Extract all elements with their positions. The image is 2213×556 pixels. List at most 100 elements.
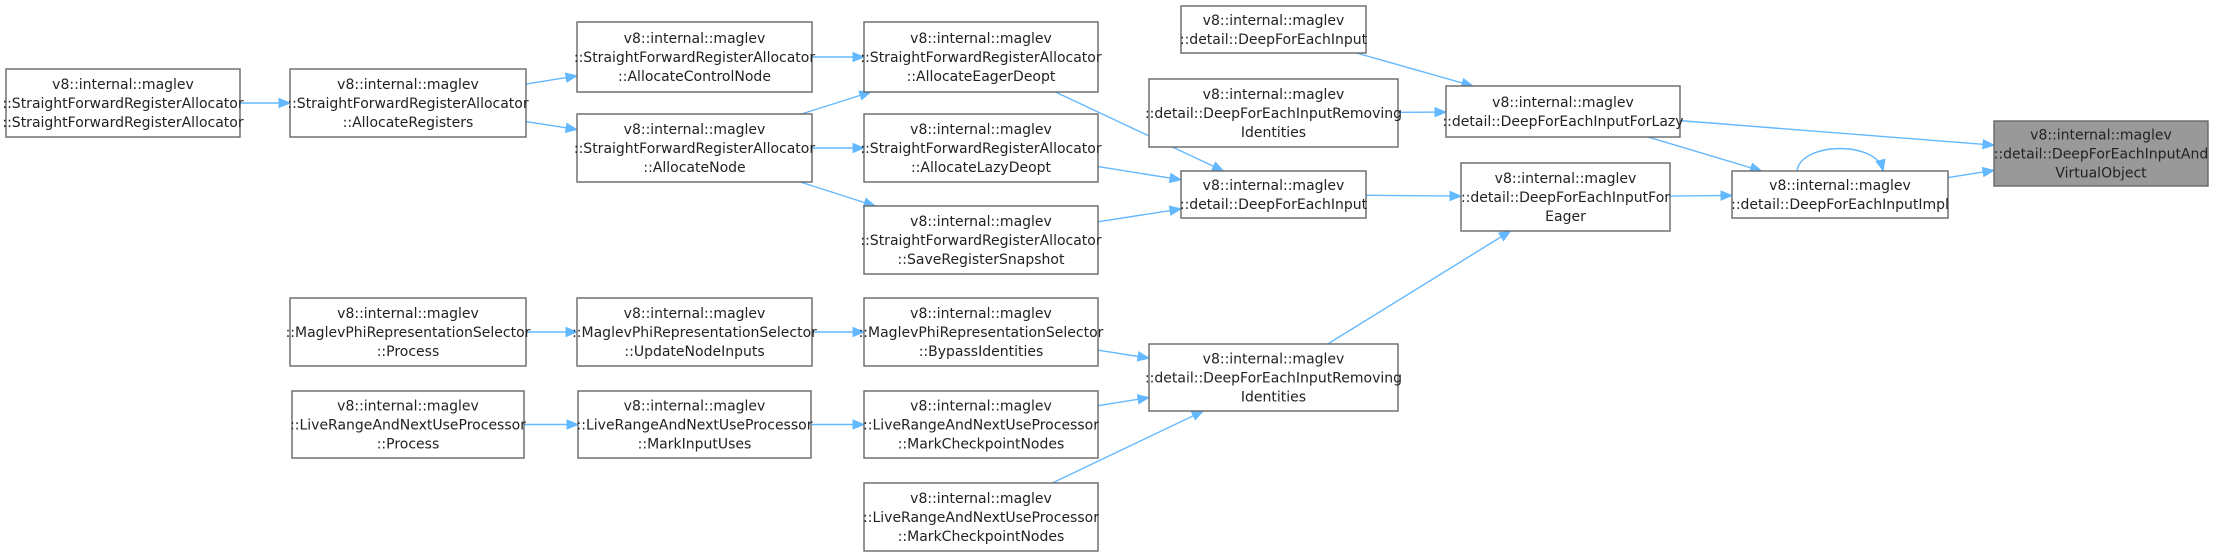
node-label-line: ::BypassIdentities bbox=[919, 344, 1044, 360]
node-label-line: v8::internal::maglev bbox=[910, 491, 1052, 507]
edge-line bbox=[800, 181, 876, 207]
node-box bbox=[289, 68, 527, 138]
edge-n-impl-to-n-target bbox=[1947, 166, 1996, 179]
edges-layer bbox=[240, 51, 1996, 484]
edge-arrowhead bbox=[1449, 190, 1463, 202]
edge-n-deep-mid-to-n-for-eager bbox=[1365, 190, 1463, 202]
edge-n-for-lazy-to-n-impl bbox=[1647, 136, 1763, 173]
node-n-removing-top[interactable]: v8::internal::maglev::detail::DeepForEac… bbox=[1145, 78, 1402, 148]
node-box bbox=[1180, 170, 1367, 219]
edge-line bbox=[1647, 136, 1762, 172]
edge-n-alloc-ctrl-to-n-alloc-eager bbox=[812, 51, 866, 63]
node-label-line: ::detail::DeepForEachInputFor bbox=[1461, 190, 1670, 206]
node-box bbox=[863, 113, 1099, 183]
node-n-deep-mid[interactable]: v8::internal::maglev::detail::DeepForEac… bbox=[1180, 170, 1368, 219]
edge-line bbox=[1055, 91, 1224, 172]
node-n-phi-update[interactable]: v8::internal::maglev::MaglevPhiRepresent… bbox=[572, 297, 817, 367]
node-label-line: v8::internal::maglev bbox=[910, 306, 1052, 322]
node-box bbox=[289, 297, 527, 367]
edge-line bbox=[1796, 147, 1884, 172]
node-label-line: ::LiveRangeAndNextUseProcessor bbox=[577, 418, 813, 434]
node-n-alloc-ctrl[interactable]: v8::internal::maglev::StraightForwardReg… bbox=[574, 21, 815, 93]
edge-arrowhead bbox=[1981, 166, 1996, 178]
node-box bbox=[863, 482, 1099, 552]
node-label-line: ::detail::DeepForEachInputRemoving bbox=[1145, 371, 1402, 387]
node-box bbox=[863, 297, 1099, 367]
node-box bbox=[1148, 343, 1399, 412]
node-label-line: ::MarkInputUses bbox=[638, 437, 752, 453]
edge-arrowhead bbox=[1434, 106, 1448, 118]
node-box bbox=[576, 21, 813, 93]
edge-n-impl-to-n-impl bbox=[1796, 147, 1886, 173]
node-label-line: v8::internal::maglev bbox=[1203, 87, 1345, 103]
node-label-line: ::StraightForwardRegisterAllocator bbox=[2, 115, 243, 131]
node-n-impl[interactable]: v8::internal::maglev::detail::DeepForEac… bbox=[1731, 170, 1949, 219]
node-n-alloc-eager[interactable]: v8::internal::maglev::StraightForwardReg… bbox=[860, 21, 1102, 93]
node-n-for-eager[interactable]: v8::internal::maglev::detail::DeepForEac… bbox=[1460, 162, 1671, 232]
edge-arrowhead bbox=[1190, 410, 1205, 421]
edge-line bbox=[801, 91, 872, 115]
node-n-lr-mark-cp1[interactable]: v8::internal::maglev::LiveRangeAndNextUs… bbox=[863, 390, 1099, 459]
node-n-lr-mark-cp2[interactable]: v8::internal::maglev::LiveRangeAndNextUs… bbox=[863, 482, 1099, 552]
node-label-line: v8::internal::maglev bbox=[337, 77, 479, 93]
edge-arrowhead bbox=[1497, 230, 1512, 242]
node-label-line: v8::internal::maglev bbox=[52, 77, 194, 93]
edge-line bbox=[1327, 230, 1511, 345]
edge-line bbox=[1679, 119, 1995, 146]
edge-n-for-eager-to-n-impl bbox=[1669, 190, 1734, 201]
edge-line bbox=[1365, 194, 1462, 197]
node-label-line: v8::internal::maglev bbox=[1203, 13, 1345, 29]
node-n-lr-process[interactable]: v8::internal::maglev::LiveRangeAndNextUs… bbox=[290, 390, 526, 459]
node-label-line: ::LiveRangeAndNextUseProcessor bbox=[863, 510, 1099, 526]
node-n-target[interactable]: v8::internal::maglev::detail::DeepForEac… bbox=[1993, 120, 2209, 187]
node-label-line: v8::internal::maglev bbox=[1492, 95, 1634, 111]
node-n-phi-bypass[interactable]: v8::internal::maglev::MaglevPhiRepresent… bbox=[859, 297, 1104, 367]
node-n-alloc-regs[interactable]: v8::internal::maglev::StraightForwardReg… bbox=[287, 68, 529, 138]
node-label-line: Identities bbox=[1241, 390, 1306, 406]
edge-arrowhead bbox=[1720, 190, 1734, 201]
node-n-deep-top[interactable]: v8::internal::maglev::detail::DeepForEac… bbox=[1180, 5, 1368, 54]
node-box bbox=[1445, 85, 1681, 138]
node-label-line: v8::internal::maglev bbox=[910, 399, 1052, 415]
edge-arrowhead bbox=[278, 97, 292, 109]
edge-arrowhead bbox=[1136, 351, 1151, 362]
node-label-line: VirtualObject bbox=[2055, 166, 2147, 182]
node-box bbox=[863, 21, 1099, 93]
node-label-line: v8::internal::maglev bbox=[910, 31, 1052, 47]
node-box bbox=[5, 68, 241, 138]
node-n-save-snap[interactable]: v8::internal::maglev::StraightForwardReg… bbox=[860, 205, 1102, 275]
edge-arrowhead bbox=[1875, 158, 1886, 173]
edge-line bbox=[1097, 165, 1182, 181]
node-label-line: ::AllocateEagerDeopt bbox=[907, 69, 1056, 85]
node-box bbox=[291, 390, 525, 459]
node-label-line: ::StraightForwardRegisterAllocator bbox=[860, 233, 1101, 249]
edge-arrowhead bbox=[1982, 139, 1996, 150]
node-label-line: ::detail::DeepForEachInputImpl bbox=[1731, 197, 1949, 213]
node-label-line: ::AllocateRegisters bbox=[343, 115, 474, 131]
node-label-line: ::detail::DeepForEachInputForLazy bbox=[1442, 114, 1683, 130]
node-n-for-lazy[interactable]: v8::internal::maglev::detail::DeepForEac… bbox=[1442, 85, 1684, 138]
edge-line bbox=[1051, 410, 1204, 484]
node-label-line: ::AllocateNode bbox=[643, 160, 745, 176]
node-n-sfra-ctor[interactable]: v8::internal::maglev::StraightForwardReg… bbox=[2, 68, 244, 138]
node-label-line: ::detail::DeepForEachInputAnd bbox=[1994, 147, 2209, 163]
node-label-line: ::StraightForwardRegisterAllocator bbox=[287, 96, 528, 112]
node-label-line: ::AllocateControlNode bbox=[618, 69, 771, 85]
node-n-removing-bottom[interactable]: v8::internal::maglev::detail::DeepForEac… bbox=[1145, 343, 1402, 412]
edge-n-alloc-lazy-to-n-deep-mid bbox=[1097, 165, 1183, 184]
node-label-line: ::LiveRangeAndNextUseProcessor bbox=[863, 418, 1099, 434]
node-label-line: ::SaveRegisterSnapshot bbox=[898, 252, 1065, 268]
node-box bbox=[1993, 120, 2209, 187]
node-label-line: ::MaglevPhiRepresentationSelector bbox=[286, 325, 531, 341]
edge-arrowhead bbox=[564, 72, 579, 83]
node-label-line: ::AllocateLazyDeopt bbox=[911, 160, 1052, 176]
node-n-lr-mark-input[interactable]: v8::internal::maglev::LiveRangeAndNextUs… bbox=[577, 390, 813, 459]
node-box bbox=[863, 205, 1099, 275]
node-n-alloc-lazy[interactable]: v8::internal::maglev::StraightForwardReg… bbox=[860, 113, 1102, 183]
edge-n-alloc-node-to-n-alloc-lazy bbox=[812, 142, 866, 154]
edge-n-phi-update-to-n-phi-bypass bbox=[812, 326, 866, 338]
node-n-alloc-node[interactable]: v8::internal::maglev::StraightForwardReg… bbox=[574, 113, 815, 183]
nodes-layer: v8::internal::maglev::StraightForwardReg… bbox=[2, 5, 2209, 552]
node-n-phi-process[interactable]: v8::internal::maglev::MaglevPhiRepresent… bbox=[286, 297, 531, 367]
node-label-line: ::UpdateNodeInputs bbox=[624, 344, 764, 360]
